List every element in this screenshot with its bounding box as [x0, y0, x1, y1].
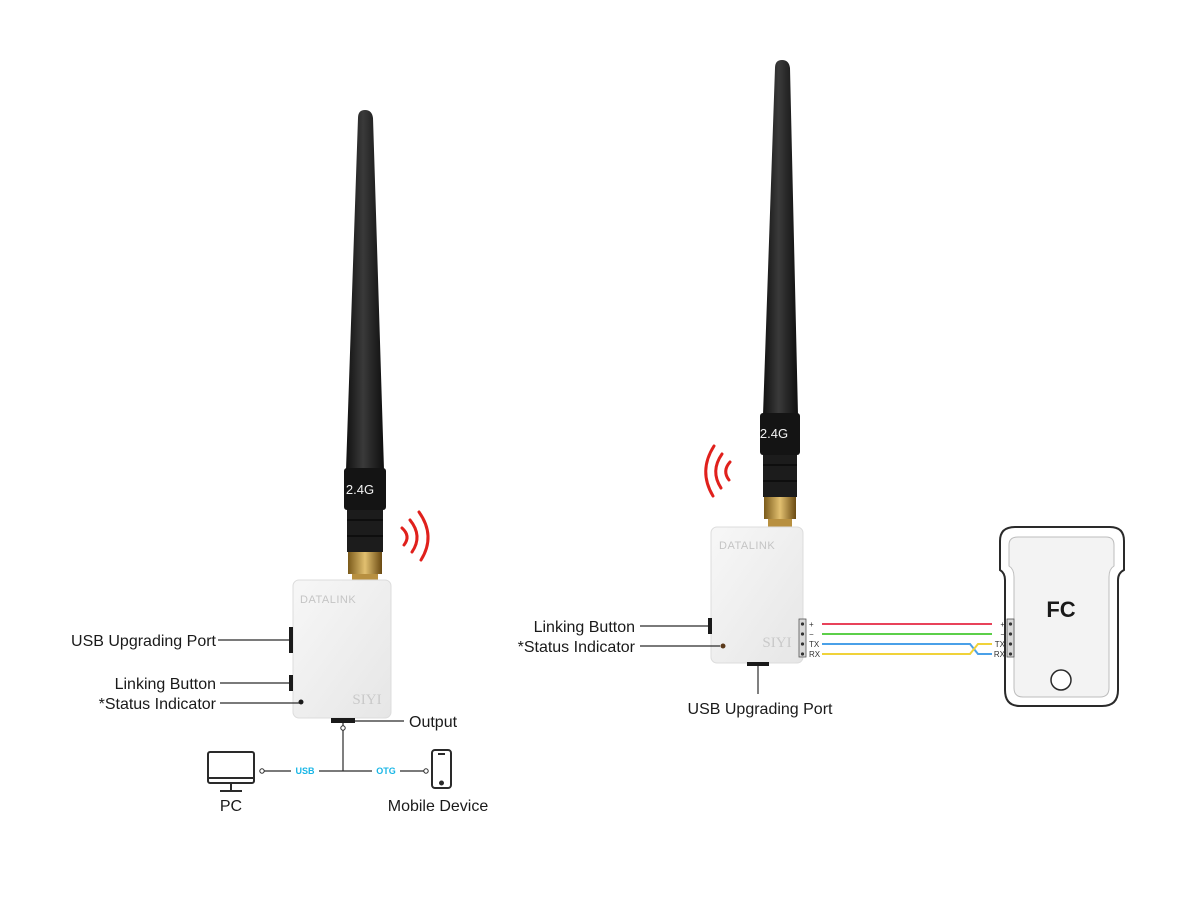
mobile-phone-icon — [431, 749, 452, 789]
flight-controller: FC — [999, 526, 1125, 707]
left-output-node — [340, 725, 346, 731]
module-pin-plus: + — [809, 620, 814, 629]
left-usb-port-label: USB Upgrading Port — [71, 633, 217, 650]
left-pc-node — [259, 768, 265, 774]
left-status-indicator-label: *Status Indicator — [99, 696, 217, 713]
fc-button-icon[interactable] — [1050, 669, 1072, 691]
module-pin-tx: TX — [809, 640, 820, 649]
right-case-logo: SIYI — [762, 635, 791, 651]
fc-pin-rx: RX — [994, 650, 1006, 659]
right-linking-button[interactable] — [708, 618, 712, 634]
fc-pin-tx: TX — [995, 640, 1006, 649]
pc-monitor-icon — [207, 751, 255, 792]
right-usb-port[interactable] — [747, 662, 769, 666]
right-module-case: DATALINK SIYI — [708, 526, 807, 666]
right-status-indicator-label: *Status Indicator — [518, 639, 636, 656]
right-assembly: 2.4G DATALINK SIYI + — [518, 60, 1125, 718]
right-status-led — [720, 643, 726, 649]
left-antenna: 2.4G — [344, 110, 386, 582]
module-pin-minus: − — [809, 630, 814, 639]
left-case-logo: SIYI — [352, 692, 381, 708]
left-usb-port[interactable] — [289, 627, 293, 653]
fc-label: FC — [1046, 597, 1075, 622]
right-antenna-band: 2.4G — [760, 426, 788, 441]
wire-tx — [822, 643, 992, 655]
uart-wires — [822, 623, 992, 655]
left-module-case: DATALINK SIYI — [289, 579, 392, 723]
left-antenna-band: 2.4G — [346, 482, 374, 497]
left-usb-tag: USB — [295, 766, 315, 776]
left-output-label: Output — [409, 714, 458, 731]
left-assembly: 2.4G DATALINK SIYI — [71, 110, 488, 815]
pc-label: PC — [220, 798, 242, 815]
right-case-brand: DATALINK — [719, 540, 775, 552]
left-output-port[interactable] — [331, 718, 355, 723]
left-mobile-node — [423, 768, 429, 774]
module-pin-rx: RX — [809, 650, 821, 659]
left-linking-button-label: Linking Button — [115, 676, 216, 693]
left-otg-tag: OTG — [376, 766, 396, 776]
right-signal-icon — [704, 444, 732, 498]
right-linking-button-label: Linking Button — [534, 619, 635, 636]
wire-rx — [822, 643, 992, 655]
fc-pin-minus: − — [1000, 630, 1005, 639]
mobile-device-label: Mobile Device — [388, 798, 489, 815]
left-linking-button[interactable] — [289, 675, 293, 691]
right-leader-lines — [640, 625, 759, 694]
left-status-led — [298, 699, 304, 705]
fc-pin-plus: + — [1000, 620, 1005, 629]
left-case-brand: DATALINK — [300, 594, 356, 606]
right-usb-port-label: USB Upgrading Port — [688, 701, 834, 718]
left-signal-icon — [400, 510, 430, 562]
right-antenna: 2.4G — [760, 60, 800, 527]
